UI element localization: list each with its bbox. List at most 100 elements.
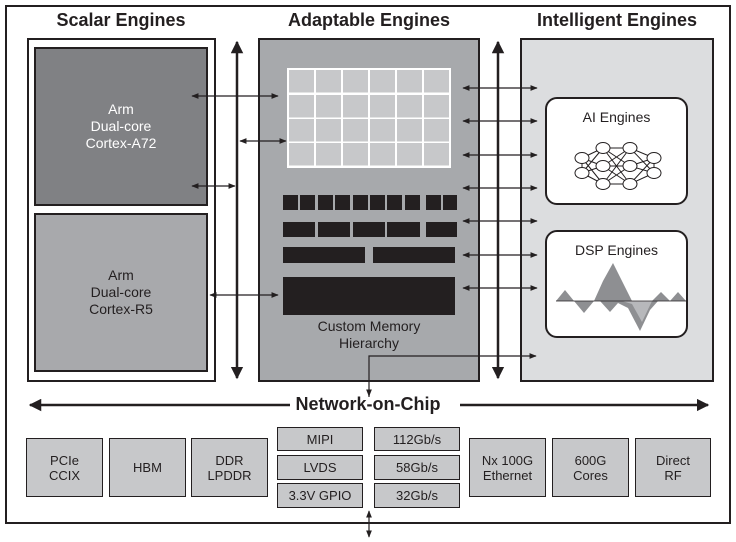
- network-on-chip-label: Network-on-Chip: [289, 394, 447, 414]
- io-stack-right-58[interactable]: 58Gb/s: [374, 455, 460, 480]
- memory-block-large: [373, 247, 455, 263]
- nn-node: [574, 167, 590, 179]
- io-line1: Direct: [656, 452, 690, 468]
- fabric-cell: [397, 119, 422, 142]
- fabric-cell: [424, 95, 449, 118]
- memory-hierarchy-blocks: [283, 195, 457, 315]
- fabric-cell: [370, 119, 395, 142]
- ai-engines-label: AI Engines: [582, 109, 651, 125]
- fabric-cell: [316, 95, 341, 118]
- io-line2: CCIX: [48, 467, 81, 483]
- memory-block-small: [405, 195, 420, 210]
- fabric-cell: [424, 143, 449, 166]
- nn-edge: [602, 147, 631, 185]
- fabric-cell: [289, 119, 314, 142]
- io-stack-left-gpio[interactable]: 3.3V GPIO: [277, 483, 363, 508]
- custom-memory-label: Custom Memory Hierarchy: [290, 318, 448, 352]
- cortex-a72-line3: Cortex-A72: [85, 135, 157, 151]
- io-stack-left-lvds[interactable]: LVDS: [277, 455, 363, 480]
- cortex-r5-block[interactable]: Arm Dual-core Cortex-R5: [34, 213, 208, 372]
- fabric-cell: [316, 119, 341, 142]
- waveform-icon: [556, 263, 686, 331]
- io-stack-left-mipi[interactable]: MIPI: [277, 427, 363, 451]
- memory-block-medium: [387, 222, 420, 237]
- memory-block-medium: [318, 222, 350, 237]
- ai-engines-block[interactable]: AI Engines: [545, 97, 688, 205]
- memory-block-small: [370, 195, 385, 210]
- memory-block-medium: [283, 222, 315, 237]
- io-line1: HBM: [133, 460, 162, 475]
- nn-node: [622, 142, 638, 154]
- memory-block-small: [426, 195, 441, 210]
- fabric-cell: [343, 70, 368, 93]
- memory-block-small: [318, 195, 333, 210]
- io-line2: Cores: [573, 467, 608, 483]
- cortex-r5-line1: Arm: [108, 267, 134, 283]
- custom-memory-line2: Hierarchy: [339, 335, 399, 351]
- dsp-engines-label: DSP Engines: [574, 242, 658, 258]
- neural-network-icon: [574, 142, 662, 190]
- intelligent-engines-title: Intelligent Engines: [536, 10, 697, 30]
- io-line2: RF: [664, 467, 682, 483]
- cortex-a72-line2: Dual-core: [90, 118, 152, 134]
- io-line1: PCIe: [50, 452, 79, 468]
- fabric-cell: [424, 70, 449, 93]
- fabric-cell: [343, 143, 368, 166]
- memory-block-small: [387, 195, 402, 210]
- io-stack-right-32[interactable]: 32Gb/s: [374, 483, 460, 508]
- dsp-engines-block[interactable]: DSP Engines: [545, 230, 688, 338]
- io-block-hbm[interactable]: HBM: [109, 438, 186, 497]
- memory-block-large: [283, 247, 365, 263]
- fabric-cell: [424, 119, 449, 142]
- nn-node: [646, 167, 662, 179]
- fabric-cell: [316, 70, 341, 93]
- noc-label-row: Network-on-Chip: [0, 394, 736, 415]
- fabric-cell: [370, 143, 395, 166]
- nn-node: [622, 178, 638, 190]
- fabric-cell: [289, 95, 314, 118]
- fabric-cell: [343, 119, 368, 142]
- io-line2: Ethernet: [482, 467, 533, 483]
- fabric-cell: [397, 70, 422, 93]
- programmable-logic-grid: [287, 68, 451, 168]
- cortex-a72-block[interactable]: Arm Dual-core Cortex-A72: [34, 47, 208, 206]
- fabric-cell: [397, 143, 422, 166]
- adaptable-engines-title: Adaptable Engines: [287, 10, 451, 30]
- io-line1: Nx 100G: [481, 452, 534, 468]
- memory-block-small: [353, 195, 368, 210]
- fabric-cell: [289, 70, 314, 93]
- io-stack-right-112[interactable]: 112Gb/s: [374, 427, 460, 451]
- cortex-r5-line3: Cortex-R5: [89, 301, 153, 317]
- nn-node: [646, 152, 662, 164]
- memory-block-medium: [353, 222, 385, 237]
- fabric-cell: [343, 95, 368, 118]
- io-line2: LPDDR: [207, 467, 252, 483]
- cortex-r5-line2: Dual-core: [90, 284, 152, 300]
- memory-block-small: [300, 195, 315, 210]
- io-line1: DDR: [215, 452, 244, 468]
- fabric-cell: [370, 95, 395, 118]
- arrow-memory-noc: [368, 353, 537, 397]
- memory-block-medium: [426, 222, 457, 237]
- fabric-cell: [289, 143, 314, 166]
- custom-memory-line1: Custom Memory: [317, 318, 421, 334]
- nn-node: [595, 142, 611, 154]
- nn-node: [574, 152, 590, 164]
- memory-block-xlarge: [283, 277, 455, 315]
- fabric-cell: [316, 143, 341, 166]
- memory-block-small: [283, 195, 298, 210]
- scalar-engines-title: Scalar Engines: [56, 10, 186, 30]
- memory-block-small: [335, 195, 350, 210]
- nn-node: [595, 178, 611, 190]
- fabric-cell: [397, 95, 422, 118]
- nn-node: [595, 160, 611, 172]
- io-line1: 600G: [574, 452, 607, 468]
- cortex-a72-line1: Arm: [108, 101, 134, 117]
- nn-node: [622, 160, 638, 172]
